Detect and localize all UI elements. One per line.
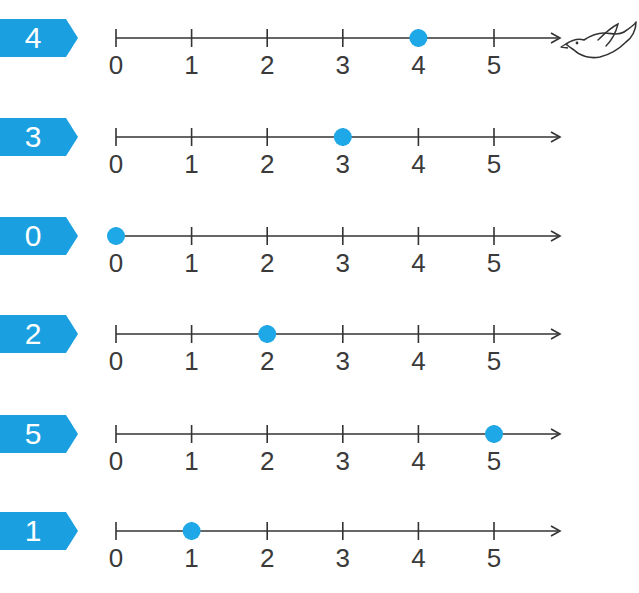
axis-arrowhead <box>551 429 560 439</box>
axis-line <box>116 333 558 335</box>
tick-number: 1 <box>184 150 198 178</box>
tag-number: 3 <box>0 118 66 156</box>
tick-mark <box>266 29 268 47</box>
tick-mark <box>418 325 420 343</box>
tick-mark <box>418 128 420 146</box>
point-dot <box>107 227 125 245</box>
tick-mark <box>115 325 117 343</box>
tick-number: 3 <box>336 347 350 375</box>
tick-mark <box>115 522 117 540</box>
number-tag: 0 <box>0 217 78 255</box>
tick-number: 0 <box>109 249 123 277</box>
tick-number: 4 <box>411 249 425 277</box>
tick-mark <box>191 29 193 47</box>
tick-number: 1 <box>184 51 198 79</box>
tick-number: 1 <box>184 447 198 475</box>
tag-number: 5 <box>0 415 66 453</box>
tick-number: 4 <box>411 51 425 79</box>
tick-mark <box>493 522 495 540</box>
tick-number: 3 <box>336 249 350 277</box>
tick-number: 4 <box>411 544 425 572</box>
tick-number: 2 <box>260 544 274 572</box>
point-dot <box>258 325 276 343</box>
tick-number: 2 <box>260 447 274 475</box>
tick-mark <box>266 128 268 146</box>
tick-number: 1 <box>184 544 198 572</box>
tick-mark <box>418 522 420 540</box>
tick-mark <box>266 227 268 245</box>
tick-number: 3 <box>336 150 350 178</box>
tick-mark <box>342 325 344 343</box>
tick-number: 2 <box>260 347 274 375</box>
tick-number: 3 <box>336 544 350 572</box>
tag-number: 4 <box>0 19 66 57</box>
tick-mark <box>493 29 495 47</box>
tick-number: 4 <box>411 447 425 475</box>
tick-mark <box>191 128 193 146</box>
number-tag: 1 <box>0 512 78 550</box>
tick-mark <box>115 29 117 47</box>
tick-number: 0 <box>109 544 123 572</box>
point-dot <box>334 128 352 146</box>
point-dot <box>485 425 503 443</box>
axis-arrowhead <box>551 231 560 241</box>
tick-number: 2 <box>260 249 274 277</box>
tick-number: 2 <box>260 51 274 79</box>
number-tag: 2 <box>0 315 78 353</box>
tick-mark <box>191 425 193 443</box>
axis-line <box>116 235 558 237</box>
tag-number: 2 <box>0 315 66 353</box>
tag-number: 0 <box>0 217 66 255</box>
tick-number: 0 <box>109 447 123 475</box>
point-dot <box>183 522 201 540</box>
tick-mark <box>342 227 344 245</box>
tick-mark <box>493 227 495 245</box>
tick-mark <box>342 29 344 47</box>
tick-number: 0 <box>109 150 123 178</box>
axis-arrowhead <box>551 329 560 339</box>
tick-mark <box>418 425 420 443</box>
number-tag: 3 <box>0 118 78 156</box>
axis-arrowhead <box>551 132 560 142</box>
tick-number: 1 <box>184 249 198 277</box>
point-dot <box>409 29 427 47</box>
tick-mark <box>266 425 268 443</box>
tick-number: 1 <box>184 347 198 375</box>
axis-arrowhead <box>551 526 560 536</box>
tick-mark <box>191 325 193 343</box>
tick-mark <box>266 522 268 540</box>
tick-mark <box>191 227 193 245</box>
axis-line <box>116 37 558 39</box>
tick-number: 4 <box>411 150 425 178</box>
tick-number: 0 <box>109 51 123 79</box>
tag-number: 1 <box>0 512 66 550</box>
tick-number: 4 <box>411 347 425 375</box>
tick-number: 5 <box>487 51 501 79</box>
tick-mark <box>418 227 420 245</box>
tick-mark <box>342 425 344 443</box>
tick-mark <box>115 128 117 146</box>
tick-number: 5 <box>487 249 501 277</box>
tick-number: 5 <box>487 447 501 475</box>
tick-mark <box>493 128 495 146</box>
tick-number: 0 <box>109 347 123 375</box>
axis-line <box>116 530 558 532</box>
number-tag: 5 <box>0 415 78 453</box>
tick-number: 2 <box>260 150 274 178</box>
tick-number: 5 <box>487 150 501 178</box>
axis-arrowhead <box>551 33 560 43</box>
tick-number: 5 <box>487 544 501 572</box>
tick-mark <box>493 325 495 343</box>
tick-number: 5 <box>487 347 501 375</box>
tick-mark <box>115 425 117 443</box>
tick-mark <box>342 522 344 540</box>
number-tag: 4 <box>0 19 78 57</box>
tick-number: 3 <box>336 51 350 79</box>
tick-number: 3 <box>336 447 350 475</box>
